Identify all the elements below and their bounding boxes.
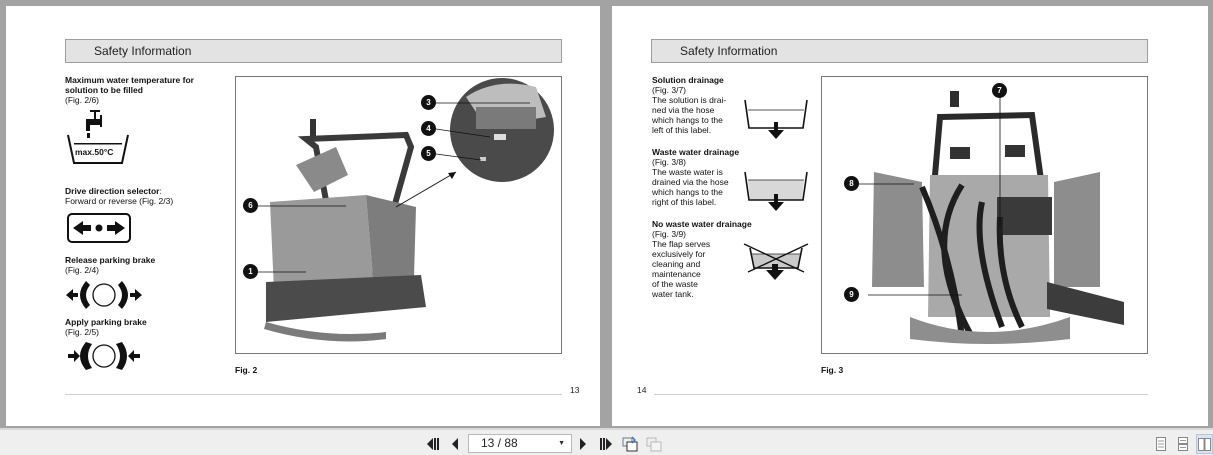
max-temp-label: max.50°C xyxy=(75,147,114,157)
page-14: Safety Information Solution drainage (Fi… xyxy=(612,6,1208,426)
previous-page-button[interactable] xyxy=(449,436,461,452)
section-ref: (Fig. 3/8) xyxy=(652,157,687,167)
callout-3: 3 xyxy=(421,95,436,110)
no-waste-drain-icon xyxy=(742,240,810,282)
callout-4: 4 xyxy=(421,121,436,136)
section-ref: (Fig. 2/5) xyxy=(65,327,100,337)
section-subtitle: Forward or reverse (Fig. 2/3) xyxy=(65,196,174,206)
page-number: 13 xyxy=(570,385,580,395)
figure-caption: Fig. 2 xyxy=(235,365,258,375)
section-ref: (Fig. 2/6) xyxy=(65,95,100,105)
continuous-view-button[interactable] xyxy=(1176,436,1190,452)
section-waste-water-drainage: Waste water drainage (Fig. 3/8) The wast… xyxy=(652,147,757,207)
page-selector[interactable]: 13 / 88 ▼ xyxy=(468,434,572,453)
section-title: No waste water drainage xyxy=(652,219,752,229)
go-forward-view-icon xyxy=(646,437,662,452)
apply-brake-icon xyxy=(66,340,142,372)
go-back-view-button[interactable] xyxy=(621,436,639,452)
callout-6: 6 xyxy=(243,198,258,213)
section-title: Release parking brake xyxy=(65,255,156,265)
callout-8: 8 xyxy=(844,176,859,191)
page-13: Safety Information Maximum water tempera… xyxy=(6,6,600,426)
section-title: Waste water drainage xyxy=(652,147,740,157)
two-page-view-button[interactable] xyxy=(1196,434,1213,454)
go-forward-view-button[interactable] xyxy=(645,436,663,452)
page-header: Safety Information xyxy=(651,39,1148,63)
section-max-water-temp: Maximum water temperature for solution t… xyxy=(65,75,225,105)
single-page-view-button[interactable] xyxy=(1154,436,1168,452)
previous-page-icon xyxy=(452,438,458,450)
next-page-icon xyxy=(580,438,586,450)
footer-rule xyxy=(65,394,562,395)
section-title: Maximum water temperature for solution t… xyxy=(65,75,194,95)
first-page-button[interactable] xyxy=(425,436,441,452)
figure-caption: Fig. 3 xyxy=(821,365,844,375)
page-number: 14 xyxy=(637,385,647,395)
page-header: Safety Information xyxy=(65,39,562,63)
section-apply-brake: Apply parking brake (Fig. 2/5) xyxy=(65,317,225,337)
callout-5: 5 xyxy=(421,146,436,161)
section-no-waste-water-drainage: No waste water drainage (Fig. 3/9) The f… xyxy=(652,219,752,299)
waste-drain-icon xyxy=(743,170,809,214)
section-title: Solution drainage xyxy=(652,75,724,85)
section-solution-drainage: Solution drainage (Fig. 3/7) The solutio… xyxy=(652,75,747,135)
tap-basin-icon: max.50°C xyxy=(66,107,130,167)
solution-drain-icon xyxy=(743,98,809,142)
section-drive-direction: Drive direction selector: Forward or rev… xyxy=(65,186,235,206)
callout-9: 9 xyxy=(844,287,859,302)
document-viewer: Safety Information Maximum water tempera… xyxy=(6,6,1208,426)
release-brake-icon xyxy=(66,279,142,311)
figure-3-image: 7 8 9 xyxy=(821,76,1148,354)
navigation-toolbar: 13 / 88 ▼ xyxy=(0,428,1213,455)
two-page-icon xyxy=(1198,437,1211,451)
next-page-button[interactable] xyxy=(577,436,589,452)
last-page-icon xyxy=(600,438,612,450)
section-release-brake: Release parking brake (Fig. 2/4) xyxy=(65,255,225,275)
last-page-button[interactable] xyxy=(598,436,614,452)
section-ref: (Fig. 3/9) xyxy=(652,229,687,239)
section-title: Drive direction selector xyxy=(65,186,160,196)
continuous-page-icon xyxy=(1178,437,1188,451)
dropdown-caret-icon: ▼ xyxy=(558,440,565,447)
drive-direction-icon xyxy=(67,213,131,243)
first-page-icon xyxy=(427,438,439,450)
single-page-icon xyxy=(1156,437,1166,451)
figure-2-image: 6 1 3 4 5 xyxy=(235,76,562,354)
section-ref: (Fig. 3/7) xyxy=(652,85,687,95)
callout-1: 1 xyxy=(243,264,258,279)
section-ref: (Fig. 2/4) xyxy=(65,265,100,275)
section-title: Apply parking brake xyxy=(65,317,147,327)
footer-rule xyxy=(654,394,1148,395)
page-indicator: 13 / 88 xyxy=(481,436,518,450)
go-back-view-icon xyxy=(622,436,638,452)
callout-7: 7 xyxy=(992,83,1007,98)
